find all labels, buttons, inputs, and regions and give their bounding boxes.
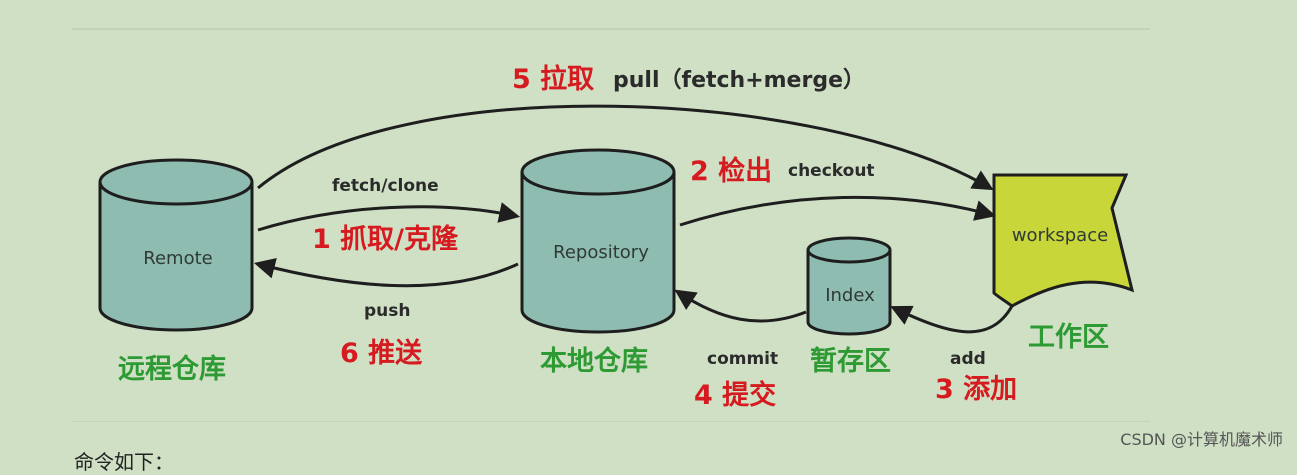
push-arrow xyxy=(253,257,519,288)
index-label: Index xyxy=(825,285,875,306)
workspace-shape xyxy=(992,173,1135,308)
commit-label: commit xyxy=(707,349,778,369)
pull-label: pull（fetch+merge） xyxy=(613,68,865,93)
add-arrow xyxy=(890,305,1014,334)
remote-area-label: 远程仓库 xyxy=(118,354,226,385)
pull-arrow xyxy=(257,104,994,191)
checkout-label: checkout xyxy=(788,161,875,181)
staging-area-label: 暂存区 xyxy=(810,345,891,377)
commit-arrow xyxy=(674,289,807,323)
fetch-step-label: 1 抓取/克隆 xyxy=(312,223,459,255)
watermark: CSDN @计算机魔术师 xyxy=(1120,430,1283,449)
index-cylinder xyxy=(806,236,892,336)
footer-text: 命令如下： xyxy=(74,450,174,474)
fetch-clone-label: fetch/clone xyxy=(332,176,439,196)
add-step-label: 3 添加 xyxy=(935,374,1017,405)
repository-label: Repository xyxy=(553,242,649,263)
checkout-arrow xyxy=(679,195,997,227)
add-label: add xyxy=(950,349,986,369)
push-label: push xyxy=(364,301,411,321)
push-step-label: 6 推送 xyxy=(340,338,422,369)
top-divider xyxy=(72,28,1150,30)
workspace-label: workspace xyxy=(1012,225,1108,246)
git-workflow-diagram: Remote Repository Index workspace 5 拉取 p… xyxy=(98,63,1135,411)
work-area-label: 工作区 xyxy=(1028,322,1109,353)
commit-step-label: 4 提交 xyxy=(694,379,776,411)
remote-label: Remote xyxy=(143,248,212,269)
pull-step-label: 5 拉取 xyxy=(512,63,594,95)
repository-cylinder xyxy=(520,148,676,334)
checkout-step-label: 2 检出 xyxy=(690,155,772,187)
local-area-label: 本地仓库 xyxy=(540,346,648,377)
fetch-arrow xyxy=(257,202,521,232)
remote-cylinder xyxy=(98,158,254,332)
bottom-divider xyxy=(72,421,1150,422)
